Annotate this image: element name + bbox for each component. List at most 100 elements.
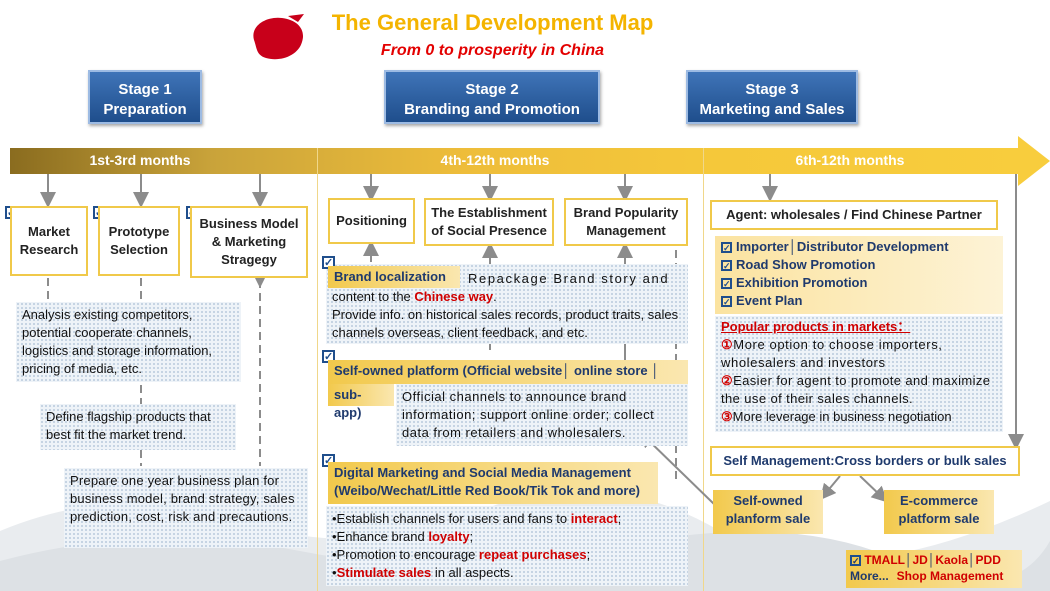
list-label: Exhibition Promotion — [736, 275, 868, 290]
tag-line: (Weibo/Wechat/Little Red Book/Tik Tok an… — [334, 483, 641, 498]
popular-products-panel: Popular products in markets： ①More optio… — [715, 316, 1003, 432]
platform-description: Official channels to announce brand info… — [396, 384, 688, 446]
list-label: Road Show Promotion — [736, 257, 876, 272]
shop-management-tag: ✓ TMALL│JD│Kaola│PDD More... Shop Managem… — [846, 550, 1022, 588]
timeline-arrowhead — [1018, 136, 1050, 186]
stage-2-header: Stage 2 Branding and Promotion — [384, 70, 600, 124]
checkbox-icon: ✓ — [721, 295, 732, 307]
sub-app-tag: sub-app) — [328, 384, 394, 420]
self-owned-sale-tag: Self-owned planform sale — [713, 490, 823, 534]
bullet-item: •Establish channels for users and fans t… — [332, 510, 682, 528]
list-label: Event Plan — [736, 293, 803, 308]
checkbox-icon: ✓ — [721, 259, 732, 271]
item-text: Easier for agent to promote and maximize… — [721, 373, 991, 406]
stage-number: Stage 3 — [745, 81, 799, 98]
list-label: Importer│Distributor Development — [736, 239, 949, 254]
item-number: ③ — [721, 409, 733, 424]
box-line: & Marketing — [211, 234, 287, 249]
page-subtitle: From 0 to prosperity in China — [380, 42, 605, 59]
stage-1-header: Stage 1 Preparation — [88, 70, 202, 124]
flagship-note: Define flagship products that best fit t… — [40, 404, 236, 450]
digital-marketing-bullets: •Establish channels for users and fans t… — [326, 506, 688, 586]
stage-2-months: 4th-12th months — [440, 152, 550, 168]
text-span: •Promotion to encourage — [332, 547, 479, 562]
text-span: •Enhance brand — [332, 529, 429, 544]
box-line: The Establishment — [431, 205, 547, 220]
stage-label: Marketing and Sales — [699, 101, 845, 118]
stage-number: Stage 1 — [118, 81, 172, 98]
agent-activity-list: ✓ Importer│Distributor Development ✓ Road … — [715, 236, 1003, 314]
shop-name: JD — [912, 553, 928, 567]
text-span: •Establish channels for users and fans t… — [332, 511, 571, 526]
list-item: ✓ Road Show Promotion — [721, 256, 997, 274]
more-label: More... — [850, 569, 889, 583]
popular-item: ③More leverage in business negotiation — [721, 408, 997, 426]
separator: │ — [905, 553, 913, 567]
item-number: ② — [721, 373, 734, 388]
text-span: . — [493, 289, 497, 304]
item-text: More leverage in business negotiation — [732, 409, 952, 424]
box-line: Research — [19, 242, 79, 257]
page-title: The General Development Map — [331, 10, 654, 35]
shop-management-label: Shop Management — [896, 569, 1004, 583]
agent-box: Agent: wholesales / Find Chinese Partner — [710, 200, 998, 230]
column-divider — [703, 148, 704, 591]
stage-label: Preparation — [103, 101, 187, 118]
digital-marketing-tag: Digital Marketing and Social Media Manag… — [328, 462, 658, 504]
localization-line: content to the Chinese way. — [332, 288, 682, 306]
tag-line: planform sale — [725, 511, 811, 526]
stage-label: Branding and Promotion — [404, 101, 580, 118]
highlight-text: Stimulate sales — [336, 565, 432, 580]
analysis-note: Analysis existing competitors, potential… — [16, 302, 241, 382]
checkbox-icon: ✓ — [721, 241, 732, 253]
box-line: Management — [586, 223, 666, 238]
social-presence-box: The Establishment of Social Presence — [424, 198, 554, 246]
prototype-selection-box: Prototype Selection — [98, 206, 180, 276]
stage-3-months: 6th-12th months — [795, 152, 905, 168]
tag-line: platform sale — [898, 511, 980, 526]
highlight-text: repeat purchases — [478, 547, 587, 562]
list-item: ✓Exhibition Promotion — [721, 274, 997, 292]
list-item: ✓ Event Plan — [721, 292, 997, 310]
stage-1-months: 1st-3rd months — [89, 152, 191, 168]
shop-name: TMALL — [864, 553, 905, 567]
stage-3-header: Stage 3 Marketing and Sales — [686, 70, 858, 124]
text-span: ; — [617, 511, 622, 526]
checkbox-icon: ✓ — [850, 555, 861, 567]
popular-title: Popular products in markets： — [721, 319, 911, 334]
brand-localization-tag: Brand localization — [328, 266, 460, 288]
list-item: ✓ Importer│Distributor Development — [721, 238, 997, 256]
bullet-item: •Enhance brand loyalty; — [332, 528, 682, 546]
tag-line: E-commerce — [899, 493, 979, 508]
item-text: More option to choose importers, wholesa… — [721, 337, 943, 370]
bullet-item: •Stimulate sales in all aspects. — [332, 564, 682, 582]
highlight-text: loyalty — [428, 529, 470, 544]
self-management-box: Self Management:Cross borders or bulk sa… — [710, 446, 1020, 476]
item-number: ① — [721, 337, 734, 352]
text-span: content to the — [332, 289, 415, 304]
self-owned-platform-tag: Self-owned platform (Official website│ o… — [328, 360, 688, 384]
localization-line: Provide info. on historical sales record… — [332, 307, 679, 340]
shop-name: Kaola — [935, 553, 969, 567]
box-line: Brand Popularity — [573, 205, 679, 220]
positioning-box: Positioning — [328, 198, 415, 244]
text-span: in all aspects. — [431, 565, 514, 580]
popular-item: ①More option to choose importers, wholes… — [721, 336, 997, 372]
highlight-text: interact — [570, 511, 618, 526]
tag-line: Digital Marketing and Social Media Manag… — [334, 465, 631, 480]
separator: │ — [968, 553, 976, 567]
text-span: • — [332, 565, 337, 580]
business-model-box: Business Model & Marketing Stragegy — [190, 206, 308, 278]
popular-item: ②Easier for agent to promote and maximiz… — [721, 372, 997, 408]
box-line: Prototype — [108, 224, 170, 239]
localization-line: Repackage Brand story and — [468, 271, 670, 286]
highlight-text: Chinese way — [414, 289, 494, 304]
red-ink-seal — [253, 14, 304, 60]
box-line: Business Model — [199, 216, 299, 231]
text-span: ; — [469, 529, 474, 544]
text-span: ; — [586, 547, 591, 562]
box-line: Selection — [110, 242, 168, 257]
tag-line: ✓ TMALL│JD│Kaola│PDD — [850, 552, 1018, 568]
timeline-band — [10, 148, 1020, 174]
box-line: Market — [28, 224, 70, 239]
